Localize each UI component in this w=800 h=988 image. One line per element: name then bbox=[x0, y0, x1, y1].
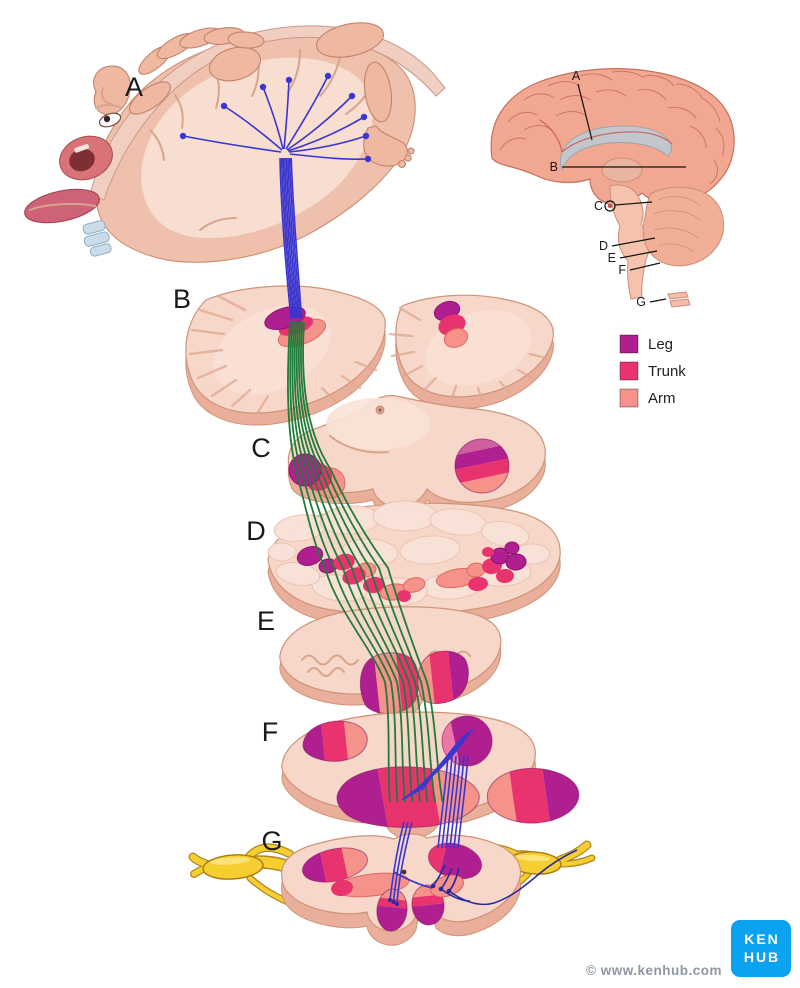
tectum-dome bbox=[326, 398, 430, 450]
homunculus-thumb bbox=[128, 81, 172, 115]
scalp-skin-flap bbox=[89, 25, 446, 201]
somatotopy-b-right bbox=[433, 300, 469, 348]
inset-brainstem bbox=[609, 184, 650, 300]
homunculus-mouth-opening bbox=[69, 148, 95, 172]
section-labels: A B C D E F G bbox=[125, 72, 283, 856]
inset-corpus-callosum bbox=[560, 125, 672, 171]
striation-texture-right bbox=[388, 306, 548, 402]
homunculus-brow bbox=[95, 104, 123, 109]
corticospinal-fibers-blue bbox=[179, 72, 578, 906]
legend: Leg Trunk Arm bbox=[619, 334, 686, 408]
legend-swatch-arm bbox=[619, 388, 639, 408]
central-canal bbox=[401, 869, 407, 875]
inset-sagittal-brain: A B C D E F G bbox=[490, 68, 735, 309]
legend-swatch-leg bbox=[619, 334, 639, 354]
inset-level-labels: A B C D E F G bbox=[550, 69, 646, 309]
pontine-texture bbox=[267, 500, 551, 607]
inset-label-e: E bbox=[608, 251, 616, 265]
label-section-f: F bbox=[262, 717, 279, 747]
cortical-neuron-dots bbox=[179, 72, 372, 163]
pyramid-left bbox=[0, 0, 420, 714]
homunculus-face bbox=[24, 65, 131, 257]
copyright-text: © www.kenhub.com bbox=[586, 963, 722, 978]
homunculus-tongue bbox=[24, 188, 100, 224]
legend-swatch-trunk bbox=[619, 361, 639, 381]
label-section-g: G bbox=[261, 826, 282, 856]
label-section-b: B bbox=[173, 284, 191, 314]
inset-spinal-slab-icons bbox=[667, 291, 691, 308]
homunculus-leg bbox=[316, 22, 415, 169]
legend-label-trunk: Trunk bbox=[648, 363, 686, 380]
kenhub-logo-background bbox=[731, 920, 791, 977]
somatotopy-d-right bbox=[435, 541, 527, 592]
legend-label-leg: Leg bbox=[648, 336, 673, 353]
anterior-corticospinal-fibers-g bbox=[389, 821, 433, 905]
synapse-dots bbox=[388, 883, 452, 906]
homunculus-hand bbox=[128, 27, 265, 115]
homunculus-larynx bbox=[82, 220, 112, 257]
spinal-nerve-left bbox=[193, 848, 421, 922]
inset-label-c: C bbox=[594, 199, 603, 213]
label-section-d: D bbox=[246, 516, 266, 546]
section-a-motor-cortex bbox=[24, 22, 446, 263]
cortical-afferent-fibers bbox=[182, 75, 369, 160]
corticospinal-fibers-green bbox=[287, 321, 444, 803]
striation-texture-left bbox=[188, 294, 378, 414]
inset-thalamus bbox=[601, 157, 643, 183]
label-section-e: E bbox=[257, 606, 275, 636]
footer: © www.kenhub.com KEN HUB bbox=[586, 920, 791, 978]
section-e-upper-medulla bbox=[0, 0, 502, 720]
inset-label-g: G bbox=[636, 295, 646, 309]
inset-artery bbox=[539, 119, 673, 153]
decussating-fibers-f bbox=[401, 729, 474, 849]
inset-label-b: B bbox=[550, 160, 558, 174]
inset-label-f: F bbox=[618, 263, 626, 277]
kenhub-logo-line2: HUB bbox=[744, 949, 780, 965]
somatotopy-c-right bbox=[454, 438, 510, 494]
label-section-a: A bbox=[125, 72, 143, 102]
homunculus-ear bbox=[93, 65, 131, 116]
descending-bundle-a-to-b bbox=[279, 157, 303, 319]
inset-leader-lines bbox=[562, 83, 686, 303]
section-g-spinal-cord bbox=[193, 833, 592, 946]
legend-label-arm: Arm bbox=[648, 390, 676, 407]
inset-cerebellum bbox=[642, 186, 724, 267]
homunculus-foot bbox=[363, 125, 408, 167]
kenhub-logo-line1: KEN bbox=[744, 931, 780, 947]
label-section-c: C bbox=[251, 433, 271, 463]
section-d-pons bbox=[267, 500, 561, 627]
inset-label-a: A bbox=[572, 69, 581, 83]
section-c-midbrain bbox=[287, 394, 546, 519]
kenhub-logo: KEN HUB bbox=[731, 920, 791, 977]
dorsal-root-ganglion-left bbox=[202, 854, 264, 880]
inset-label-d: D bbox=[599, 239, 608, 253]
